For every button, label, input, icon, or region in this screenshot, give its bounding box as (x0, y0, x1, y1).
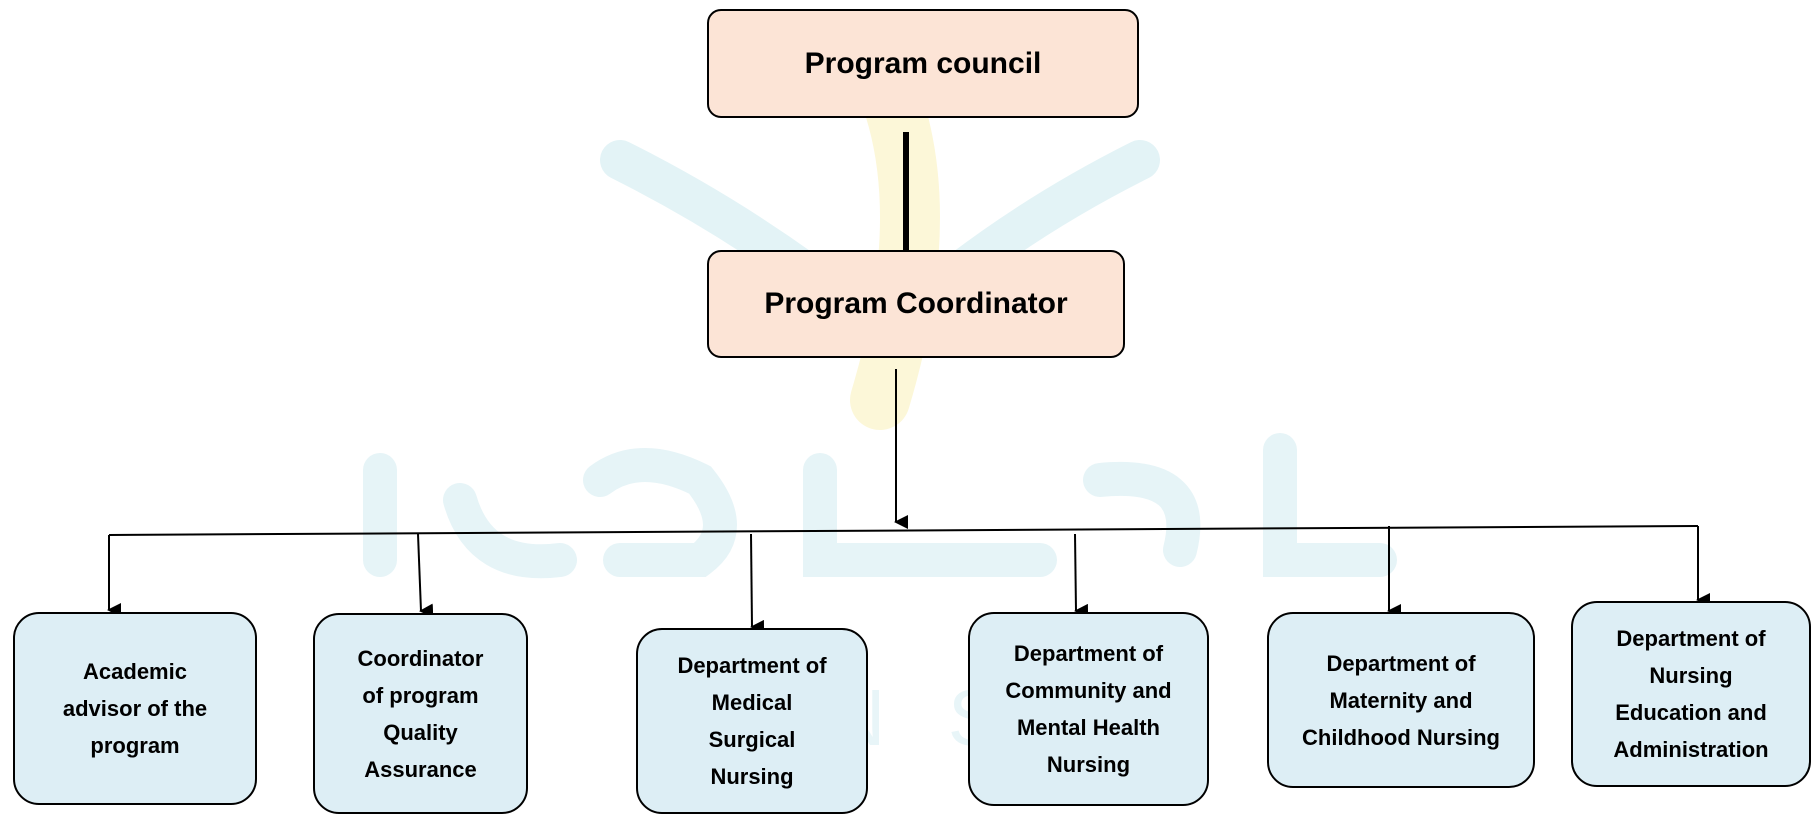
program-council-box: Program council (707, 9, 1139, 118)
academic-advisor-box: Academic advisor of the program (13, 612, 257, 805)
maternity-childhood-nursing-box: Department of Maternity and Childhood Nu… (1267, 612, 1535, 788)
academic-advisor-label: Academic advisor of the program (62, 659, 208, 758)
community-mental-health-nursing-label: Department of Community and Mental Healt… (1005, 641, 1172, 777)
program-coordinator-label: Program Coordinator (764, 287, 1068, 320)
nursing-education-administration-label: Department of Nursing Education and Admi… (1613, 626, 1769, 762)
program-coordinator-box: Program Coordinator (707, 250, 1125, 358)
quality-assurance-coordinator-label: Coordinator of program Quality Assurance (357, 645, 484, 782)
arrow-to-medical-surgical (750, 533, 765, 634)
medical-surgical-nursing-label: Department of Medical Surgical Nursing (677, 653, 827, 789)
quality-assurance-coordinator-box: Coordinator of program Quality Assurance (313, 613, 528, 814)
nursing-education-administration-box: Department of Nursing Education and Admi… (1571, 601, 1811, 787)
program-council-label: Program council (804, 46, 1042, 80)
arrow-to-quality-coordinator (417, 533, 434, 618)
maternity-childhood-nursing-label: Department of Maternity and Childhood Nu… (1302, 650, 1500, 750)
horizontal-bus-line (108, 525, 1699, 536)
medical-surgical-nursing-box: Department of Medical Surgical Nursing (636, 628, 868, 814)
arrow-to-community-mental-health (1074, 533, 1089, 618)
community-mental-health-nursing-box: Department of Community and Mental Healt… (968, 612, 1209, 806)
